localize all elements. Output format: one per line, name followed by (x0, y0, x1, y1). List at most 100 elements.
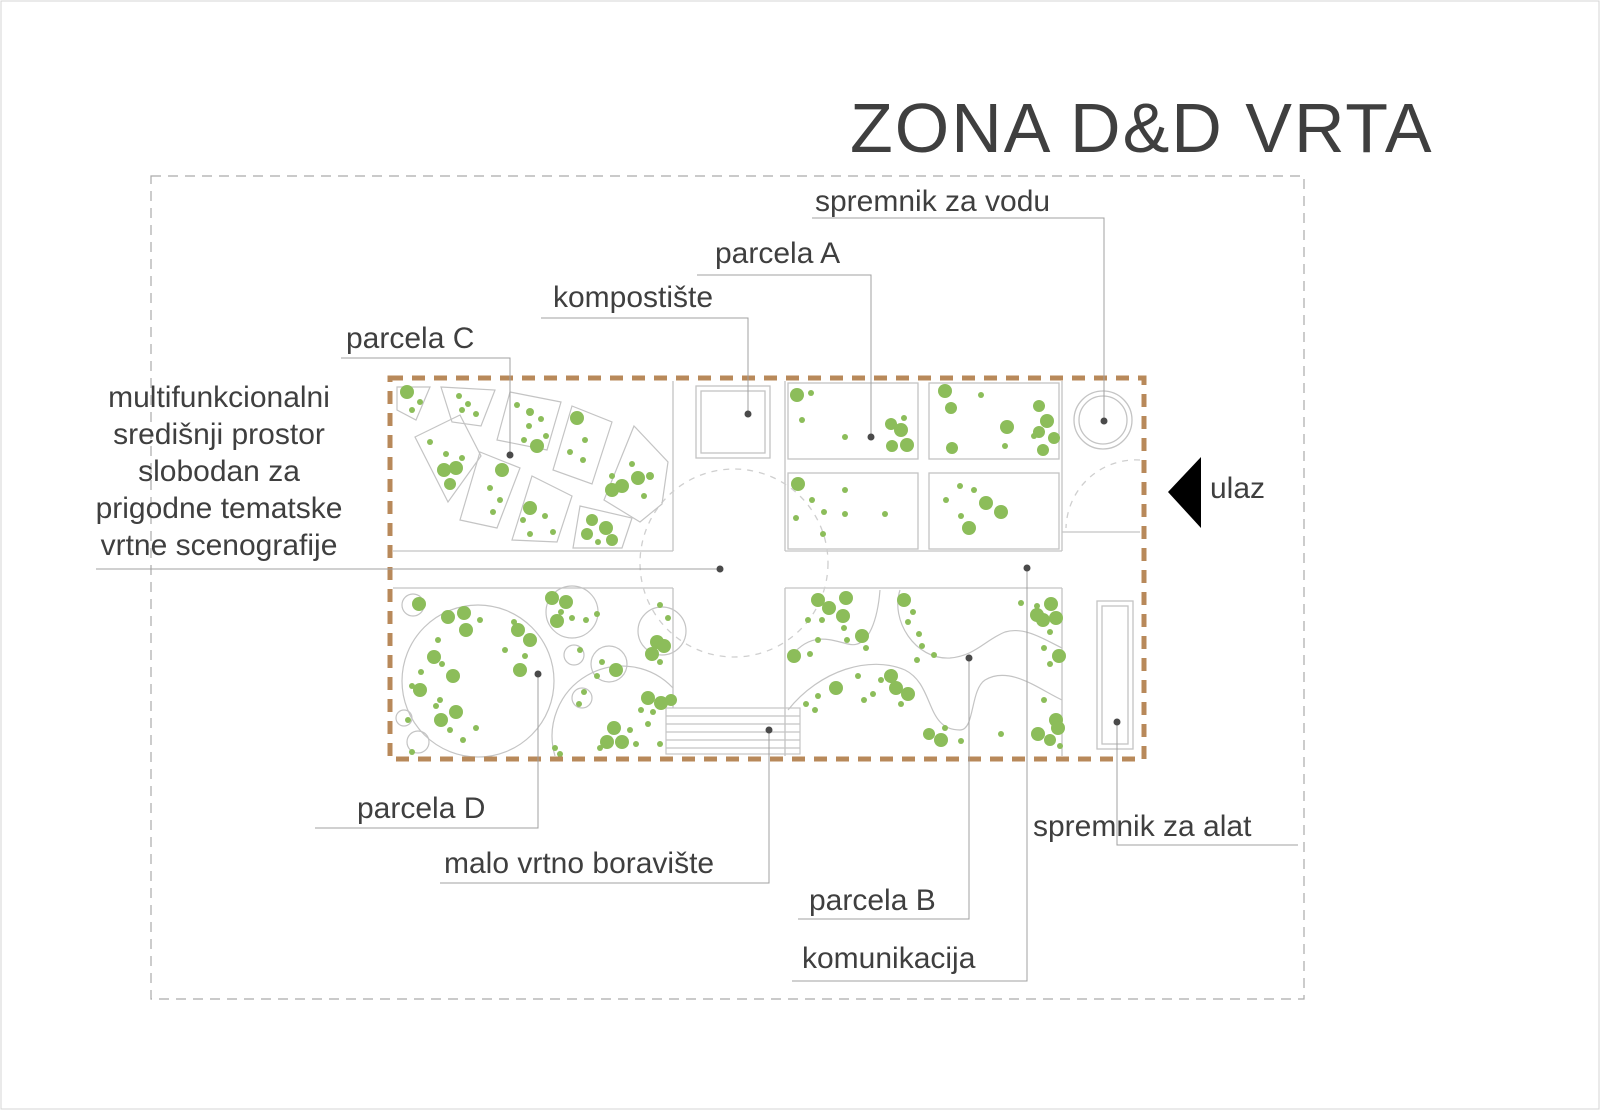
plant-dot (459, 455, 465, 461)
plant-dot (513, 663, 527, 677)
label-malo-vrtno-boraviste: malo vrtno boravište (444, 847, 714, 880)
plant-dot (437, 697, 443, 703)
label-multi-line-5: vrtne scenografije (101, 529, 338, 562)
plant-dot (942, 725, 948, 731)
plant-dot (583, 617, 589, 623)
plant-dot (526, 423, 532, 429)
plant-dot (523, 501, 537, 515)
plant-dot (934, 733, 948, 747)
plant-dot (836, 609, 850, 623)
plant-dot (1041, 697, 1047, 703)
plant-dot (938, 384, 952, 398)
plant-dot (931, 652, 937, 658)
plant-dot (919, 643, 925, 649)
plant-dot (552, 745, 558, 751)
plant-dot (586, 514, 598, 526)
plant-dot (790, 388, 804, 402)
plant-dot (1051, 721, 1065, 735)
plant-dot (1037, 444, 1049, 456)
plant-dot (542, 513, 548, 519)
plant-dot (595, 539, 601, 545)
plant-dot (805, 617, 811, 623)
plant-dot (449, 705, 463, 719)
plant-dot (821, 509, 827, 515)
plant-dot (1002, 443, 1008, 449)
plant-dot (465, 401, 471, 407)
plant-dot (979, 496, 993, 510)
plant-dot (418, 669, 424, 675)
plant-dot (910, 609, 916, 615)
plant-dot (923, 728, 935, 740)
plant-dot (839, 591, 853, 605)
plant-dot (962, 521, 976, 535)
plant-dot (1000, 420, 1014, 434)
plant-dot (638, 707, 644, 713)
plant-dot (665, 615, 671, 621)
plant-dot (577, 647, 583, 653)
plant-dot (550, 614, 564, 628)
plant-dot (609, 473, 615, 479)
plant-dot (957, 483, 963, 489)
plant-dot (490, 509, 496, 515)
plant-dot (545, 591, 559, 605)
plant-dot (514, 402, 520, 408)
plant-dot (409, 749, 415, 755)
plant-dot (615, 735, 629, 749)
plant-dot (900, 438, 914, 452)
plant-dot (530, 439, 544, 453)
plant-dot (581, 689, 587, 695)
plant-dot (897, 593, 911, 607)
plant-dot (606, 534, 618, 546)
plant-dot (657, 741, 663, 747)
plant-dot (855, 673, 861, 679)
plant-dot (822, 601, 836, 615)
plant-dot (894, 423, 908, 437)
entrance-arrow-icon (1168, 457, 1201, 528)
plot-layout (393, 381, 1141, 756)
plant-dot (886, 440, 898, 452)
plant-dot (1041, 645, 1047, 651)
plant-dot (459, 623, 473, 637)
plant-dot (627, 727, 633, 733)
plant-dot (815, 693, 821, 699)
plant-dot (633, 741, 639, 747)
plant-dot (570, 411, 584, 425)
label-kompostiste: kompostište (553, 281, 713, 314)
plant-dot (855, 629, 869, 643)
plant-dot (497, 497, 503, 503)
plant-dot (412, 597, 426, 611)
plant-dot (901, 687, 915, 701)
plant-dot (645, 647, 659, 661)
plant-dot (842, 487, 848, 493)
plant-dot (657, 659, 663, 665)
plant-dot (641, 691, 655, 705)
parcela-b-beds (787, 589, 1063, 731)
plant-dot (1030, 608, 1044, 622)
plant-dot (473, 725, 479, 731)
plant-dot (427, 439, 433, 445)
plant-dot (444, 478, 456, 490)
plant-dot (914, 657, 920, 663)
plant-dot (607, 721, 621, 735)
plant-dot (1047, 629, 1053, 635)
plant-dot (576, 701, 582, 707)
plant-dot (657, 639, 671, 653)
plant-dot (427, 650, 441, 664)
plant-dot (916, 631, 922, 637)
plant-dot (487, 485, 493, 491)
plant-dot (456, 393, 462, 399)
plant-dot (645, 721, 651, 727)
plant-dot (446, 669, 460, 683)
plant-dot (657, 602, 663, 608)
plant-dot (1033, 400, 1045, 412)
parcela-c-beds (396, 386, 669, 549)
plant-dot (417, 399, 423, 405)
plant-dot (844, 637, 850, 643)
plant-dot (654, 696, 668, 710)
plant-dot (841, 625, 847, 631)
plant-dot (434, 713, 448, 727)
plant-dot (799, 417, 805, 423)
plant-dot (1031, 433, 1037, 439)
plant-dot (945, 402, 957, 414)
